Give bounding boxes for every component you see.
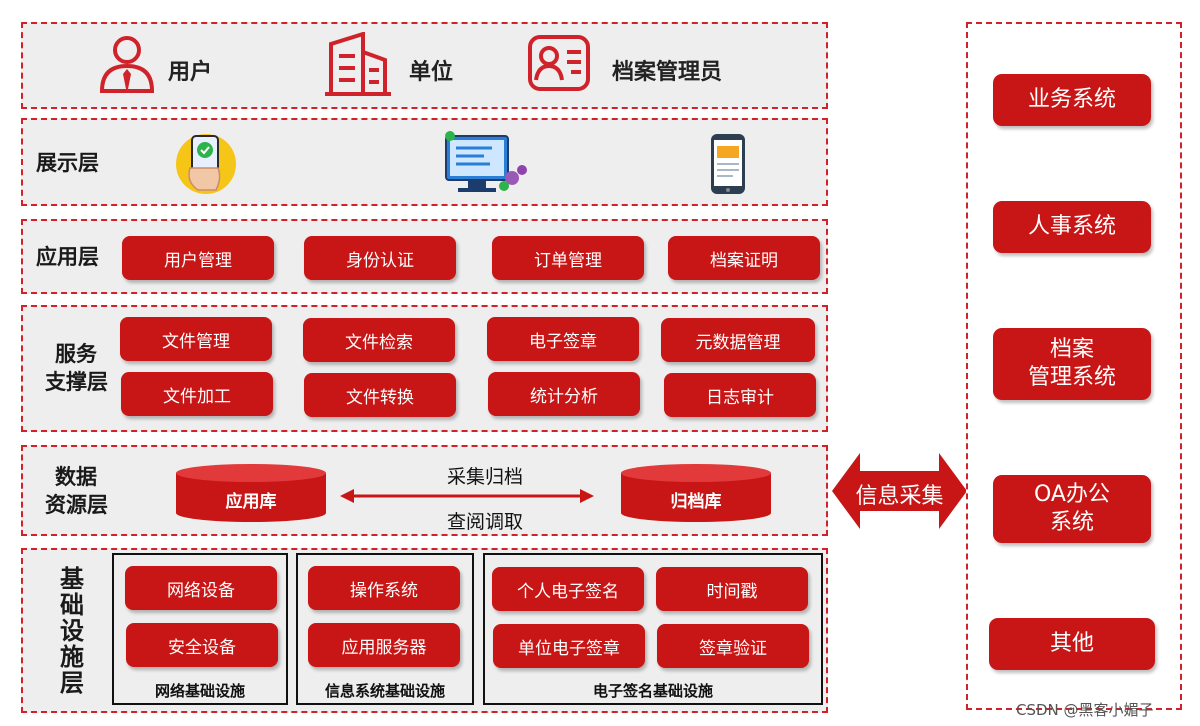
- building-icon: [325, 32, 391, 96]
- info-system-infrastructure-label: 信息系统基础设施: [324, 682, 445, 700]
- arrow-bottom-label: 查阅调取: [447, 511, 524, 533]
- infra-timestamp[interactable]: 时间戳: [656, 567, 808, 611]
- esign-infrastructure-label: 电子签名基础设施: [592, 682, 713, 700]
- computer-icon: [445, 131, 527, 192]
- archive-database-label: 归档库: [670, 492, 722, 512]
- presentation-layer: [21, 118, 828, 206]
- app-order-management[interactable]: 订单管理: [492, 236, 644, 280]
- system-business[interactable]: 业务系统: [993, 74, 1151, 126]
- svc-file-processing[interactable]: 文件加工: [121, 372, 273, 416]
- arrow-top-label: 采集归档: [447, 466, 524, 488]
- data-layer-title-line1: 数据: [55, 465, 97, 489]
- svc-file-management[interactable]: 文件管理: [120, 317, 272, 361]
- application-layer-title: 应用层: [36, 245, 99, 269]
- svc-log-audit[interactable]: 日志审计: [664, 373, 816, 417]
- archive-database-icon: [621, 464, 771, 522]
- infra-app-server[interactable]: 应用服务器: [308, 623, 460, 667]
- archivist-icon: [528, 35, 590, 91]
- presentation-layer-title: 展示层: [36, 151, 99, 175]
- service-layer-title-line1: 服务: [55, 342, 97, 366]
- system-other[interactable]: 其他: [989, 618, 1155, 670]
- unit-label: 单位: [409, 60, 454, 85]
- info-collect-label: 信息采集: [855, 484, 944, 509]
- info-collect-arrow: [832, 453, 967, 529]
- app-identity-auth[interactable]: 身份认证: [304, 236, 456, 280]
- phone-icon: [711, 134, 745, 194]
- svc-e-seal[interactable]: 电子签章: [487, 317, 639, 361]
- infrastructure-layer-title: 基础设施层: [60, 565, 84, 697]
- user-label: 用户: [168, 60, 213, 85]
- users-layer: [21, 22, 828, 109]
- app-user-management[interactable]: 用户管理: [122, 236, 274, 280]
- svc-metadata-management[interactable]: 元数据管理: [661, 318, 815, 362]
- svc-file-search[interactable]: 文件检索: [303, 318, 455, 362]
- infra-seal-verification[interactable]: 签章验证: [657, 624, 809, 668]
- infra-personal-esign[interactable]: 个人电子签名: [492, 567, 644, 611]
- infra-unit-eseal[interactable]: 单位电子签章: [493, 624, 645, 668]
- network-infrastructure-label: 网络基础设施: [154, 682, 245, 700]
- app-database-icon: [176, 464, 326, 522]
- svc-file-conversion[interactable]: 文件转换: [304, 373, 456, 417]
- archivist-label: 档案管理员: [612, 60, 723, 85]
- service-layer-title-line2: 支撑层: [45, 370, 108, 394]
- bidirectional-arrow: [340, 489, 594, 503]
- infra-security-device[interactable]: 安全设备: [126, 623, 278, 667]
- watermark: CSDN @黑客小媚子: [1016, 701, 1154, 719]
- mobile-verify-icon: [176, 134, 236, 194]
- system-oa[interactable]: OA办公 系统: [993, 475, 1151, 543]
- infra-network-device[interactable]: 网络设备: [125, 566, 277, 610]
- data-layer-title-line2: 资源层: [45, 493, 108, 517]
- system-archive-management[interactable]: 档案 管理系统: [993, 328, 1151, 400]
- app-archive-certificate[interactable]: 档案证明: [668, 236, 820, 280]
- infra-operating-system[interactable]: 操作系统: [308, 566, 460, 610]
- user-icon: [99, 36, 155, 93]
- svc-statistics[interactable]: 统计分析: [488, 372, 640, 416]
- system-hr[interactable]: 人事系统: [993, 201, 1151, 253]
- app-database-label: 应用库: [225, 492, 277, 512]
